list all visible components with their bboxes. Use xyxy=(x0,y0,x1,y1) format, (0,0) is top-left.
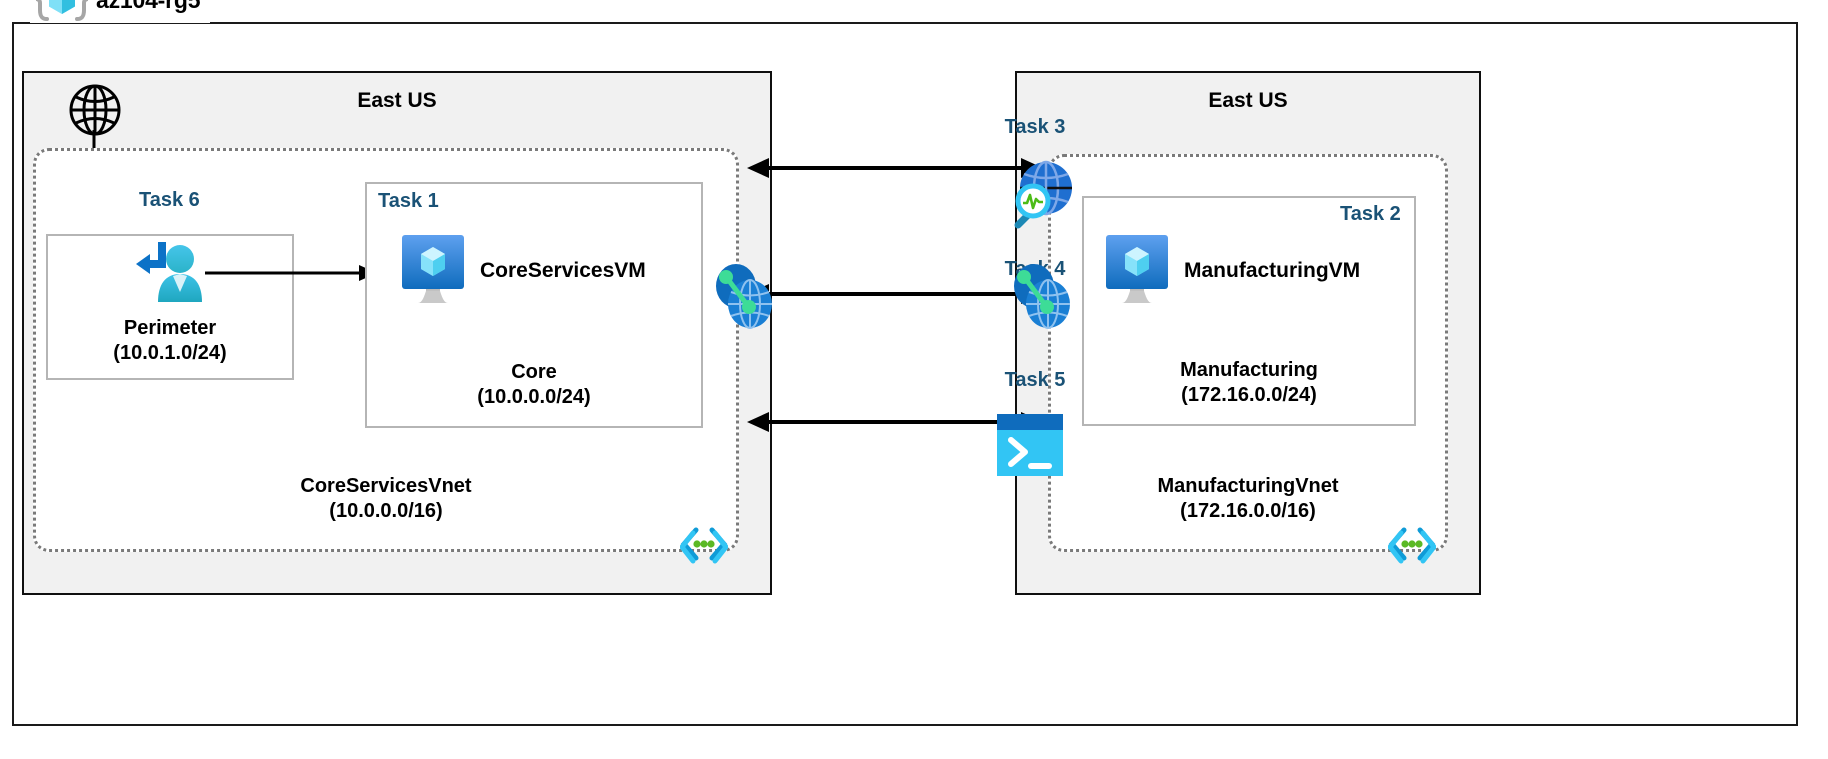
connector-task4 xyxy=(747,284,1043,304)
vm-name-coreservices: CoreServicesVM xyxy=(480,259,646,282)
vm-manufacturing: ManufacturingVM xyxy=(1104,233,1360,309)
virtual-machine-icon xyxy=(402,235,464,303)
task-label-6: Task 6 xyxy=(139,189,200,211)
globe-icon xyxy=(69,84,121,136)
vnet-manufacturing-label: ManufacturingVnet (172.16.0.0/16) xyxy=(1157,475,1339,522)
virtual-network-icon xyxy=(680,527,728,564)
region-title-right: East US xyxy=(1208,89,1288,112)
subnet-core-caption: Core (10.0.0.0/24) xyxy=(477,361,591,408)
vm-coreservices: CoreServicesVM xyxy=(400,233,646,309)
cloud-shell-icon xyxy=(997,414,1063,476)
resource-group-icon xyxy=(35,0,89,21)
task-label-2: Task 2 xyxy=(1340,203,1401,225)
virtual-network-icon xyxy=(1388,527,1436,564)
vnet-peering-icon xyxy=(1014,264,1070,329)
vnet-coreservices-label: CoreServicesVnet (10.0.0.0/16) xyxy=(300,475,472,522)
vm-name-manufacturing: ManufacturingVM xyxy=(1184,259,1361,282)
task-label-5: Task 5 xyxy=(1004,369,1066,391)
task-label-3: Task 3 xyxy=(1004,116,1066,138)
resource-group-header: az104-rg5 xyxy=(30,0,211,23)
vnet-peering-icon xyxy=(716,264,772,329)
task-label-1: Task 1 xyxy=(378,190,439,212)
subnet-perimeter-caption: Perimeter (10.0.1.0/24) xyxy=(113,317,227,364)
region-title-left: East US xyxy=(357,89,437,112)
network-watcher-icon xyxy=(1014,160,1072,229)
subnet-manufacturing xyxy=(1082,196,1416,426)
resource-group-name: az104-rg5 xyxy=(96,0,201,14)
connector-perimeter-to-core xyxy=(205,265,377,281)
virtual-machine-icon xyxy=(1106,235,1168,303)
bastion-user-icon xyxy=(136,242,202,302)
subnet-manufacturing-caption: Manufacturing (172.16.0.0/24) xyxy=(1180,359,1318,406)
subnet-core xyxy=(365,182,703,428)
